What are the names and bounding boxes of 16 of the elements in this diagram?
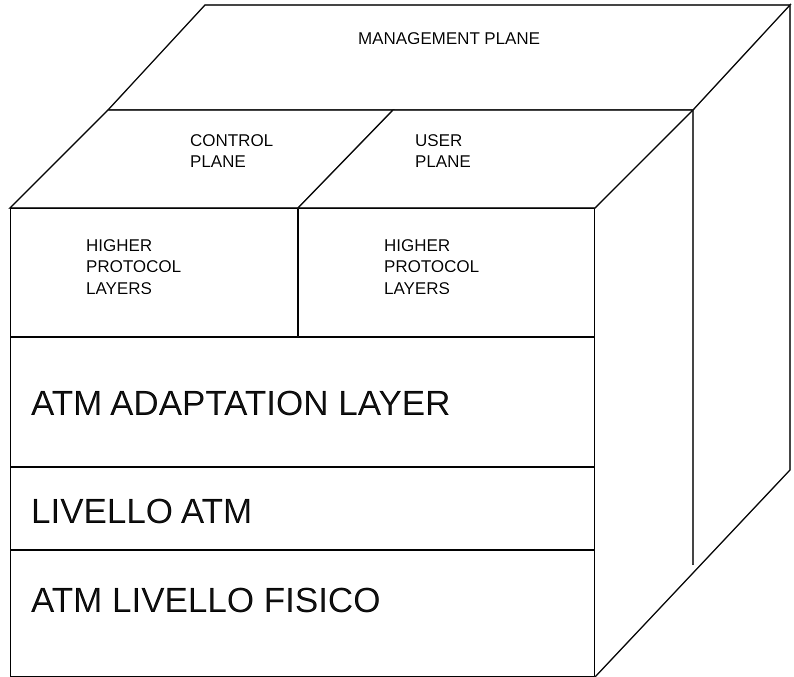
- plane-face: [10, 110, 393, 208]
- layer-box: [10, 467, 595, 550]
- layer-label: LIVELLO ATM: [31, 491, 254, 533]
- plane-face: [108, 5, 790, 110]
- layer-box: [10, 550, 595, 677]
- plane-face: [298, 110, 693, 208]
- layer-box: [298, 208, 595, 337]
- layer-label: MANAGEMENT PLANE: [358, 28, 542, 50]
- layer-box: [10, 208, 298, 337]
- layer-label: HIGHER PROTOCOL LAYERS: [86, 235, 182, 299]
- layer-label: ATM LIVELLO FISICO: [31, 580, 382, 622]
- layer-label: ATM ADAPTATION LAYER: [31, 383, 452, 425]
- layer-label: USER PLANE: [415, 130, 472, 172]
- layer-label: CONTROL PLANE: [190, 130, 274, 172]
- layer-box: [10, 337, 595, 467]
- layer-label: HIGHER PROTOCOL LAYERS: [384, 235, 480, 299]
